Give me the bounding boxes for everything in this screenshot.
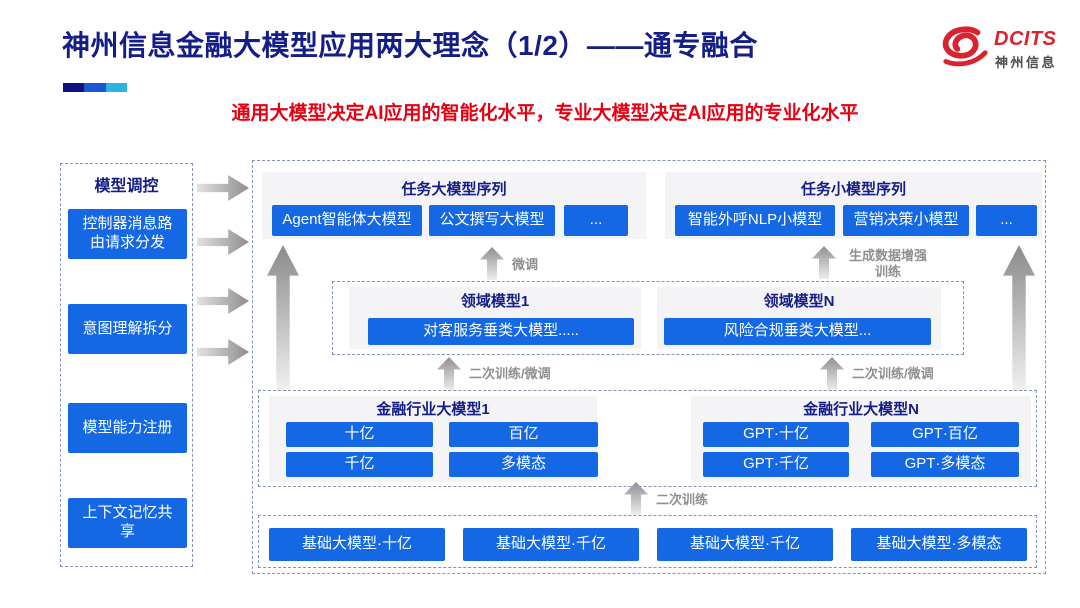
base-model-100b-b: 基础大模型·千亿 (657, 528, 833, 561)
base-model-100b-a: 基础大模型·千亿 (463, 528, 639, 561)
main-diagram-frame (252, 160, 1046, 574)
panel-title-industry-n: 金融行业大模型N (803, 401, 919, 418)
model-gpt-100b: GPT·千亿 (703, 452, 849, 477)
sidebar-item-context-memory: 上下文记忆共享 (68, 498, 187, 548)
sidebar-title: 模型调控 (94, 178, 159, 195)
panel-industry-model-1: 金融行业大模型1 十亿 百亿 千亿 多模态 (269, 396, 598, 482)
base-model-multimodal: 基础大模型·多模态 (851, 528, 1027, 561)
label-gen-data-training: 生成数据增强训练 (848, 248, 927, 279)
sidebar-item-controller-routing: 控制器消息路由请求分发 (68, 209, 187, 259)
panel-title-domain-n: 领域模型N (763, 293, 835, 310)
base-models-frame: 基础大模型·十亿 基础大模型·千亿 基础大模型·千亿 基础大模型·多模态 (258, 515, 1037, 568)
panel-title-task-large: 任务大模型序列 (401, 181, 507, 198)
right-arrow-icon (197, 175, 249, 201)
model-risk-compliance-vertical: 风险合规垂类大模型... (664, 318, 931, 345)
model-large-more: ... (564, 205, 628, 236)
model-agent-large: Agent智能体大模型 (272, 205, 422, 236)
panel-task-large-series: 任务大模型序列 Agent智能体大模型 公文撰写大模型 ... (262, 172, 646, 239)
model-multimodal: 多模态 (449, 452, 598, 477)
panel-title-domain-1: 领域模型1 (460, 293, 530, 310)
model-outbound-nlp-small: 智能外呼NLP小模型 (675, 205, 835, 236)
accent-bar-segment-blue (84, 83, 106, 92)
logo-brand-text: DCITS (994, 28, 1057, 50)
accent-bar (63, 83, 127, 92)
industry-models-frame: 金融行业大模型1 十亿 百亿 千亿 多模态 金融行业大模型N GPT·十亿 GP… (258, 390, 1037, 487)
model-marketing-decision-small: 营销决策小模型 (843, 205, 969, 236)
right-arrow-icon (197, 229, 249, 255)
panel-title-industry-1: 金融行业大模型1 (376, 401, 490, 418)
model-gpt-multimodal: GPT·多模态 (871, 452, 1019, 477)
model-gpt-10b: GPT·百亿 (871, 422, 1019, 447)
model-customer-service-vertical: 对客服务垂类大模型..... (368, 318, 634, 345)
slide-subtitle: 通用大模型决定AI应用的智能化水平，专业大模型决定AI应用的专业化水平 (231, 103, 859, 124)
sidebar-item-intent-split: 意图理解拆分 (68, 304, 187, 354)
logo-brand-cn-text: 神州信息 (995, 55, 1058, 70)
panel-title-task-small: 任务小模型序列 (800, 181, 906, 198)
label-secondary-training-finetune-left: 二次训练/微调 (469, 366, 551, 381)
model-small-more: ... (976, 205, 1037, 236)
right-arrow-icon (197, 339, 249, 365)
model-10b: 百亿 (449, 422, 598, 447)
panel-domain-model-1: 领域模型1 对客服务垂类大模型..... (349, 287, 641, 349)
base-model-1b: 基础大模型·十亿 (269, 528, 445, 561)
label-finetune: 微调 (512, 257, 539, 272)
domain-models-frame: 领域模型1 对客服务垂类大模型..... 领域模型N 风险合规垂类大模型... (332, 281, 964, 355)
sidebar-model-control: 模型调控 控制器消息路由请求分发 意图理解拆分 模型能力注册 上下文记忆共享 (60, 163, 193, 567)
label-secondary-training-finetune-right: 二次训练/微调 (852, 366, 934, 381)
label-secondary-training: 二次训练 (656, 492, 709, 507)
dcits-logo: DCITS 神州信息 (938, 18, 1068, 76)
accent-bar-segment-dark (63, 83, 85, 92)
panel-task-small-series: 任务小模型序列 智能外呼NLP小模型 营销决策小模型 ... (665, 172, 1042, 239)
page-title: 神州信息金融大模型应用两大理念（1/2）——通专融合 (62, 30, 758, 61)
accent-bar-segment-cyan (105, 83, 127, 92)
sidebar-item-capability-register: 模型能力注册 (68, 403, 187, 453)
right-arrow-icon (197, 288, 249, 314)
model-gpt-1b: GPT·十亿 (703, 422, 849, 447)
panel-industry-model-n: 金融行业大模型N GPT·十亿 GPT·百亿 GPT·千亿 GPT·多模态 (691, 396, 1031, 482)
model-document-writing-large: 公文撰写大模型 (429, 205, 555, 236)
panel-domain-model-n: 领域模型N 风险合规垂类大模型... (657, 287, 941, 349)
model-100b: 千亿 (286, 452, 433, 477)
model-1b: 十亿 (286, 422, 433, 447)
